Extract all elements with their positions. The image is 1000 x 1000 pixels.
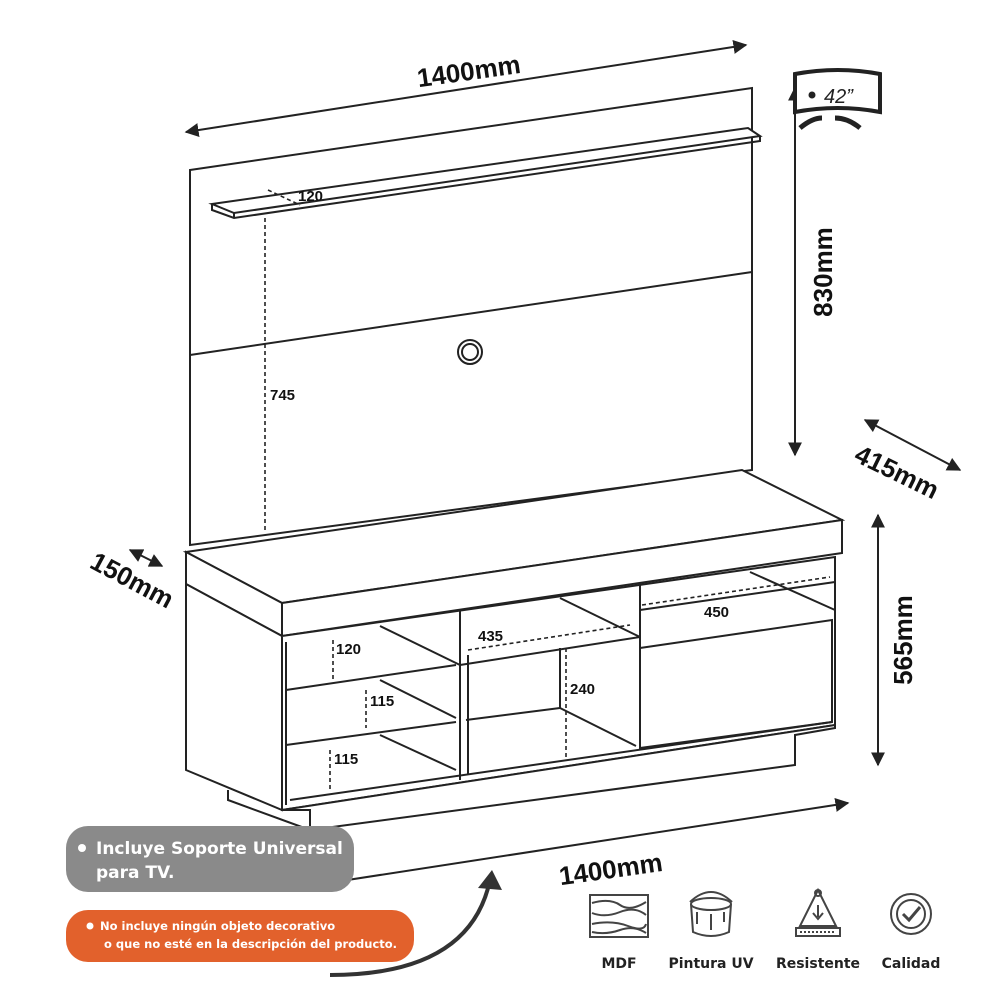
curved-arrow-head (478, 870, 502, 890)
dimension-arrows (128, 40, 962, 891)
rack-compartments (285, 571, 836, 805)
decor-note-badge: No incluye ningún objeto decorativo o qu… (66, 910, 414, 962)
top-width-label: 1400mm (415, 49, 522, 93)
top-shelf (208, 126, 763, 220)
tv-size-badge: 42” (793, 68, 882, 130)
wood-grain-icon (589, 894, 649, 938)
bottom-width-label: 1400mm (557, 847, 664, 891)
back-panel (189, 86, 753, 547)
feature-label-resistente: Resistente (776, 956, 860, 972)
quality-seal-icon (890, 893, 932, 935)
feature-label-calidad: Calidad (882, 956, 941, 972)
center-height-label: 240 (570, 681, 595, 698)
feature-label-pintura-uv: Pintura UV (668, 956, 753, 972)
mid-depth-label: 435 (478, 628, 503, 645)
decor-note-line2: o que no esté en la descripción del prod… (104, 937, 397, 951)
shelf-depth-arrow (128, 549, 164, 567)
rack-height-label: 565mm (888, 595, 918, 685)
support-note-badge: Incluye Soporte Universal para TV. (66, 826, 354, 892)
depth-arrow (863, 419, 962, 471)
top-width-arrow (184, 40, 748, 137)
panel-height-label: 830mm (808, 227, 838, 317)
left-mid-label: 115 (370, 693, 394, 710)
shelf-gap-label: 120 (298, 188, 323, 205)
weight-icon (795, 887, 841, 937)
tv-rack (182, 468, 846, 840)
shelf-depth-label: 150mm (86, 546, 179, 615)
support-note-line1: Incluye Soporte Universal (96, 839, 343, 859)
depth-label: 415mm (850, 439, 944, 505)
paint-can-icon (689, 891, 733, 937)
panel-dashed-dims (264, 189, 301, 530)
feature-label-mdf: MDF (601, 956, 636, 972)
rack-dashed-dims (329, 576, 831, 790)
bottom-width-arrow (313, 797, 850, 891)
right-depth-label: 450 (704, 604, 729, 621)
panel-inner-height-label: 745 (270, 387, 295, 404)
left-top-label: 120 (336, 641, 361, 658)
tv-size-label: 42” (824, 86, 854, 108)
support-note-line2: para TV. (96, 863, 174, 883)
curved-arrow (329, 879, 492, 977)
left-bottom-label: 115 (334, 751, 358, 768)
cable-hole (457, 339, 483, 365)
decor-note-line1: No incluye ningún objeto decorativo (100, 919, 335, 933)
tv-stand-icon (798, 115, 862, 130)
